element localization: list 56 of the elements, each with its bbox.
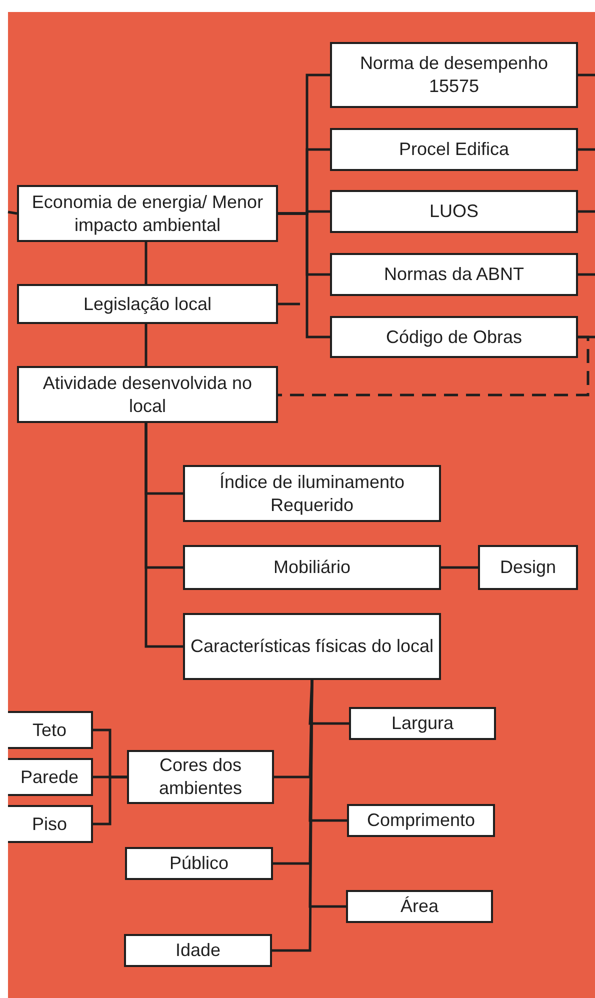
concept-box <box>125 847 273 880</box>
box-label: Características físicas do local <box>189 635 435 658</box>
box-label: Legislação local <box>82 292 213 316</box>
connector <box>144 423 183 648</box>
box-label: Comprimento <box>366 809 476 832</box>
concept-box <box>8 805 93 843</box>
connector <box>578 210 595 213</box>
concept-box <box>124 934 272 967</box>
connector <box>578 74 595 76</box>
concept-box <box>330 128 578 171</box>
connector <box>441 566 478 569</box>
concept-box <box>17 366 278 423</box>
box-label: Design <box>498 556 558 579</box>
connector <box>278 212 330 338</box>
box-label: Parede <box>19 766 80 788</box>
box-label: Norma de desempenho 15575 <box>358 52 550 98</box>
box-label: LUOS <box>428 200 480 223</box>
concept-box <box>183 545 441 590</box>
box-label: Procel Edifica <box>398 138 510 161</box>
box-label: Área <box>399 895 440 918</box>
connector <box>8 210 18 215</box>
connector <box>578 273 595 276</box>
box-label: Cores dos ambientes <box>158 754 244 800</box>
concept-box <box>127 750 274 804</box>
connector <box>144 324 148 366</box>
connector <box>272 680 314 952</box>
concept-box <box>330 190 578 233</box>
concept-box <box>330 316 578 358</box>
box-label: Índice de iluminamento Requerido <box>218 470 406 516</box>
box-label: Atividade desenvolvida no local <box>42 372 254 418</box>
connector <box>578 148 595 151</box>
concept-box <box>330 42 578 108</box>
concept-box <box>183 613 441 680</box>
box-label: Público <box>168 852 230 875</box>
concept-box <box>347 804 495 837</box>
concept-box <box>330 253 578 296</box>
dashed-connector <box>278 336 590 396</box>
concept-box <box>349 707 496 740</box>
connector <box>144 242 148 284</box>
concept-box <box>17 284 278 324</box>
concept-box <box>183 465 441 522</box>
concept-box <box>478 545 578 590</box>
concept-box <box>17 185 278 242</box>
box-label: Piso <box>30 812 68 836</box>
box-label: Normas da ABNT <box>382 263 526 286</box>
box-label: Teto <box>31 718 68 742</box>
box-label: Idade <box>174 939 222 962</box>
box-label: Código de Obras <box>384 326 524 348</box>
box-label: Economia de energia/ Menor impacto ambiental <box>30 190 264 236</box>
concept-box <box>8 711 93 749</box>
connector <box>93 776 127 826</box>
box-label: Mobiliário <box>272 556 352 579</box>
concept-box <box>8 758 93 796</box>
box-label: Largura <box>390 712 455 735</box>
concept-box <box>346 890 493 923</box>
connector <box>278 302 300 306</box>
